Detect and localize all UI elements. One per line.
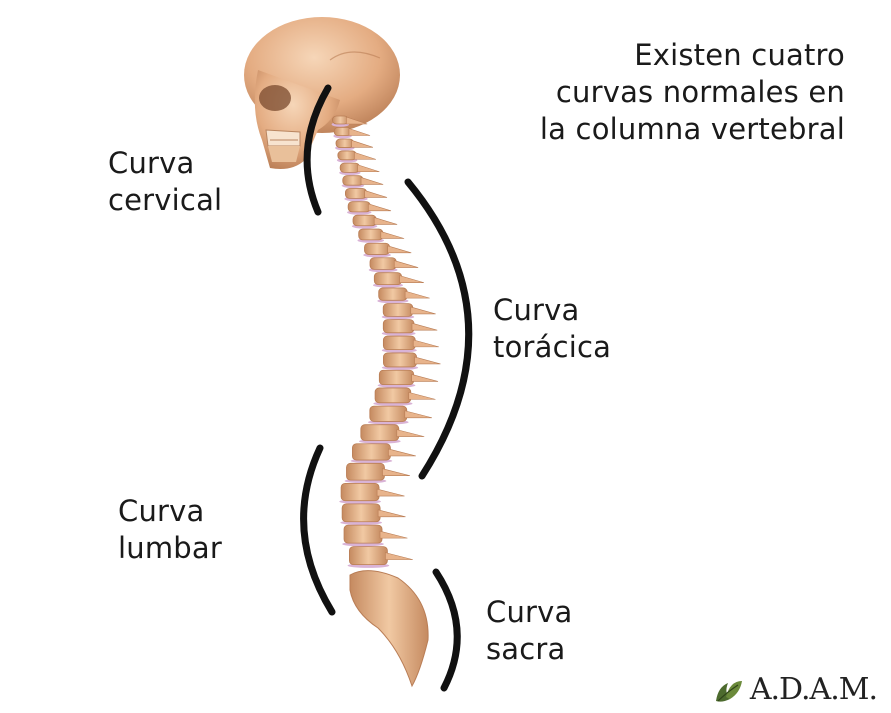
spinous-process (346, 116, 368, 125)
curve-brackets (300, 84, 473, 692)
cervical-label-line-2: cervical (108, 183, 223, 217)
vertebra (373, 272, 403, 286)
spinous-process (380, 231, 405, 239)
spinous-process (379, 530, 408, 539)
thoracic-label-line-1: Curva (493, 293, 580, 327)
spinous-process (412, 339, 439, 348)
vertebral-column (331, 115, 441, 688)
vertebra (340, 482, 380, 502)
spinous-process (364, 190, 388, 198)
spinous-process (399, 275, 424, 283)
spinous-process (377, 509, 406, 518)
cervical-label-line-1: Curva (108, 146, 195, 180)
cervical-curve-label: Curva cervical (108, 145, 222, 219)
spinous-process (396, 429, 425, 437)
vertebra (352, 214, 377, 227)
vertebra (369, 257, 397, 270)
vertebra (382, 335, 416, 351)
vertebra (346, 462, 385, 481)
lumbar-bracket (300, 444, 336, 616)
spinous-process (410, 306, 436, 315)
vertebra (364, 242, 391, 255)
cervical-bracket (303, 84, 332, 216)
intro-text: Existen cuatro curvas normales en la col… (540, 37, 845, 148)
skull (244, 17, 400, 169)
sacral-bracket (432, 568, 461, 692)
vertebra (333, 126, 352, 137)
sacral-label-line-1: Curva (486, 595, 573, 629)
spinous-process (393, 260, 419, 268)
lumbar-label-line-1: Curva (118, 494, 205, 528)
spinous-process (357, 164, 380, 173)
lumbar-label-line-2: lumbar (118, 531, 222, 565)
vertebra (360, 424, 400, 441)
spinous-process (414, 356, 441, 365)
intro-line-3: la columna vertebral (539, 112, 845, 146)
vertebra (383, 352, 417, 368)
spinous-process (360, 177, 384, 185)
vertebra (335, 138, 355, 148)
vertebra (382, 303, 414, 317)
thoracic-bracket (404, 178, 473, 480)
vertebra (378, 287, 408, 301)
vertebra (331, 115, 349, 125)
thoracic-label-line-2: torácica (493, 330, 612, 364)
spinous-process (382, 468, 410, 477)
spinous-process (373, 217, 398, 225)
spinous-process (411, 322, 438, 331)
vertebra (343, 524, 383, 544)
spinous-process (351, 139, 374, 148)
spinous-process (368, 203, 392, 212)
spinous-process (376, 488, 405, 497)
sacrum (349, 570, 429, 688)
spinous-process (385, 552, 413, 560)
vertebra (342, 175, 364, 186)
thoracic-curve-label: Curva torácica (493, 292, 611, 366)
spinous-process (348, 128, 371, 136)
intro-line-1: Existen cuatro (634, 38, 845, 72)
spinous-process (354, 151, 377, 160)
vertebra (352, 443, 391, 461)
spinous-process (387, 245, 412, 254)
logo-text: A.D.A.M. (749, 672, 878, 707)
vertebra (341, 503, 381, 523)
vertebra (339, 162, 360, 173)
lumbar-curve-label: Curva lumbar (118, 493, 222, 567)
adam-logo: A.D.A.M. (712, 672, 878, 707)
vertebra (358, 228, 384, 241)
vertebra (337, 150, 357, 161)
leaf-icon (715, 681, 742, 702)
vertebra (369, 405, 408, 422)
vertebra (374, 387, 412, 404)
vertebra (349, 546, 388, 566)
vertebra (382, 319, 415, 334)
spinous-process (404, 410, 432, 419)
vertebra (347, 201, 371, 213)
spinous-process (408, 391, 436, 400)
spinous-process (404, 290, 430, 299)
vertebra (345, 188, 368, 199)
spinous-process (411, 374, 439, 382)
spinous-process (388, 448, 416, 457)
sacral-label-line-2: sacra (486, 632, 566, 666)
vertebra (378, 369, 415, 386)
intro-line-2: curvas normales en (555, 75, 845, 109)
sacral-curve-label: Curva sacra (486, 594, 573, 668)
